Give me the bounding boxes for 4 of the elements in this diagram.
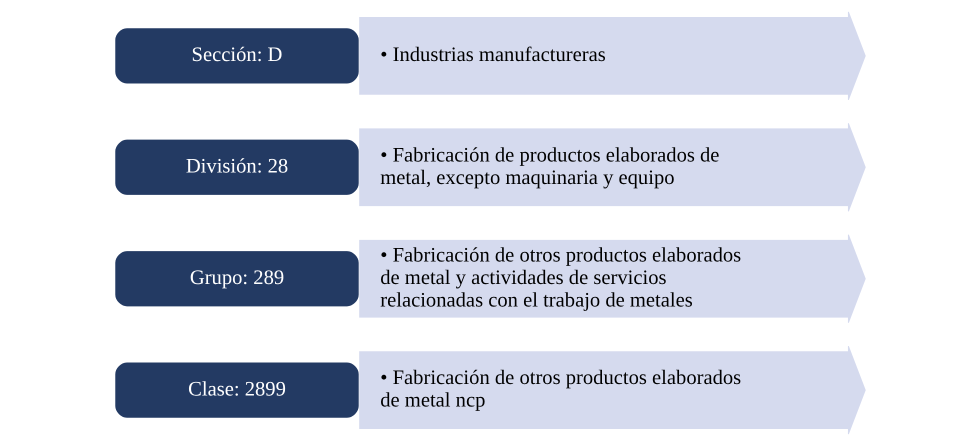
node-box: Sección: D [114, 28, 358, 84]
node-box: Clase: 2899 [114, 362, 358, 418]
node-box: Grupo: 289 [114, 251, 358, 306]
node-box: División: 28 [114, 140, 358, 195]
